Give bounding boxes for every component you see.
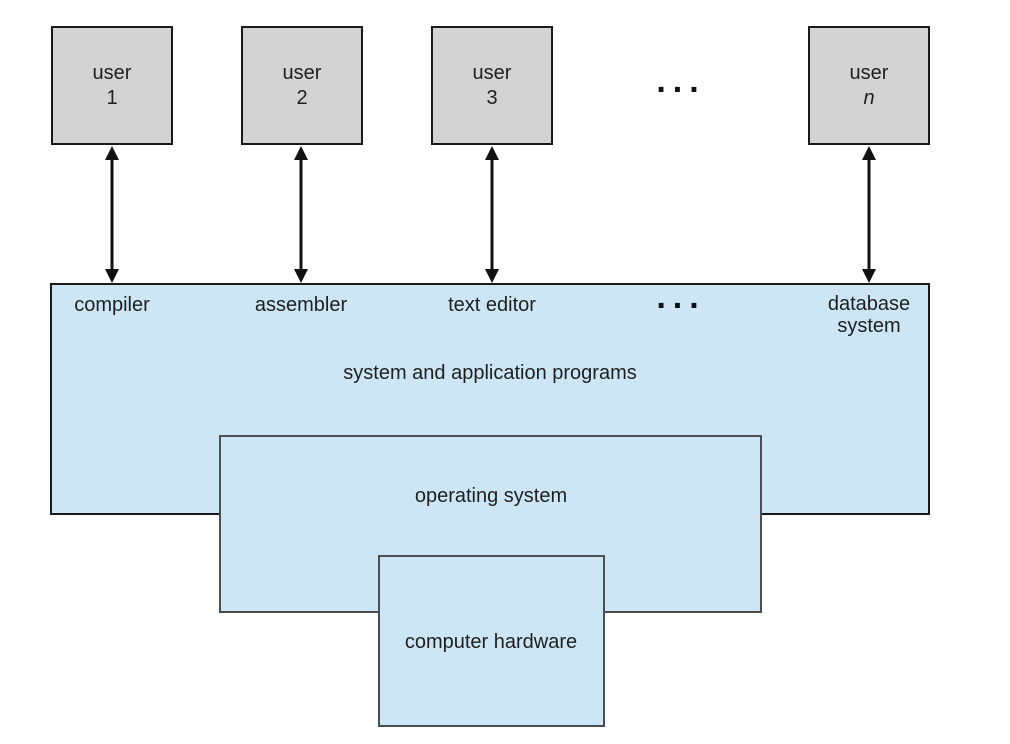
user-2-box: user 2 <box>241 26 363 145</box>
user-3-label-line2: 3 <box>486 86 498 109</box>
user-n-label-line2: n <box>863 86 875 109</box>
user-n-label-line1: user <box>849 61 889 84</box>
user-2-arrow-icon <box>294 146 308 283</box>
user-1-label-line1: user <box>92 61 132 84</box>
ellipsis-programs-icon: ... <box>656 278 706 316</box>
user-2-label-line2: 2 <box>296 86 308 109</box>
compiler-label: compiler <box>74 294 150 316</box>
user-3-box: user 3 <box>431 26 553 145</box>
system-and-application-programs-label: system and application programs <box>343 362 637 384</box>
computer-hardware-label: computer hardware <box>404 631 578 653</box>
operating-system-label: operating system <box>414 485 568 507</box>
user-1-box: user 1 <box>51 26 173 145</box>
user-3-label-line1: user <box>472 61 512 84</box>
user-2-label-line1: user <box>282 61 322 84</box>
user-1-label-line2: 1 <box>106 86 118 109</box>
user-1-arrow-icon <box>105 146 119 283</box>
computer-hardware-band <box>378 555 605 727</box>
assembler-label: assembler <box>254 294 348 316</box>
database-system-label-line1: database <box>827 293 911 315</box>
user-3-arrow-icon <box>485 146 499 283</box>
database-system-label: database system <box>828 293 910 337</box>
text-editor-label: text editor <box>448 294 536 316</box>
database-system-label-line2: system <box>837 315 901 337</box>
user-n-box: user n <box>808 26 930 145</box>
user-n-arrow-icon <box>862 146 876 283</box>
ellipsis-users-icon: ... <box>656 62 706 100</box>
